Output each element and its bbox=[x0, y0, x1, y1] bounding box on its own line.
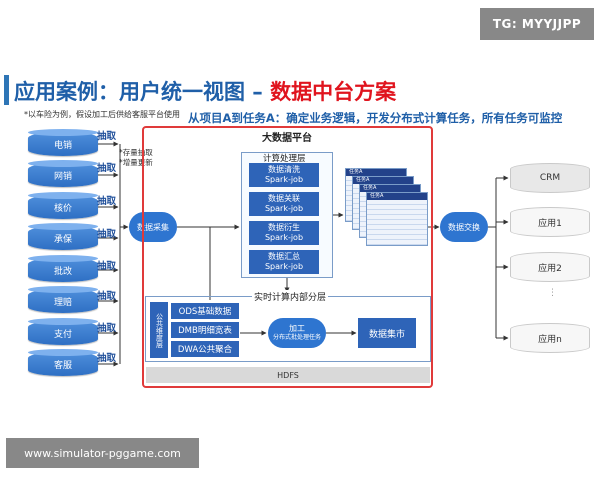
big-data-platform-frame bbox=[142, 126, 433, 388]
extract-label: 抽取 bbox=[97, 261, 117, 272]
page-subtitle: 从项目A到任务A：确定业务逻辑，开发分布式计算任务，所有任务可监控 bbox=[188, 111, 563, 125]
source-claims: 理赔 bbox=[28, 286, 98, 313]
target-app-2: 应用2 bbox=[510, 252, 590, 282]
page-title: 应用案例：用户统一视图 – 数据中台方案 bbox=[14, 76, 396, 106]
extract-label: 抽取 bbox=[97, 131, 117, 142]
target-app-1: 应用1 bbox=[510, 207, 590, 237]
data-mart-node: 数据集市 bbox=[358, 318, 416, 348]
source-online-sales: 网销 bbox=[28, 160, 98, 187]
watermark-top: TG: MYYJJPP bbox=[480, 8, 594, 40]
title-main: 应用案例：用户统一视图 – bbox=[14, 80, 271, 104]
extract-mode-note: *存量抽取 *增量更新 bbox=[119, 148, 153, 167]
layer-ods: ODS基础数据 bbox=[171, 303, 239, 319]
watermark-bottom: www.simulator-pggame.com bbox=[6, 438, 199, 468]
source-customer-service: 客服 bbox=[28, 349, 98, 376]
source-endorsement: 批改 bbox=[28, 255, 98, 282]
data-exchange-node: 数据交换 bbox=[440, 212, 488, 242]
big-data-platform-title: 大数据平台 bbox=[262, 133, 312, 144]
ellipsis-icon: ⋮ bbox=[548, 288, 557, 298]
extract-label: 抽取 bbox=[97, 229, 117, 240]
source-underwriting: 承保 bbox=[28, 223, 98, 250]
title-accent-bar bbox=[4, 75, 9, 105]
data-collection-node: 数据采集 bbox=[129, 212, 177, 242]
source-payment: 支付 bbox=[28, 318, 98, 345]
extract-label: 抽取 bbox=[97, 353, 117, 364]
processing-node: 加工 分布式批处理任务 bbox=[268, 318, 326, 348]
task-card: 任务A bbox=[366, 192, 428, 246]
source-pricing: 核价 bbox=[28, 192, 98, 219]
realtime-layers-title: 实时计算内部分层 bbox=[252, 290, 329, 303]
source-telesales: 电销 bbox=[28, 129, 98, 156]
target-app-n: 应用n bbox=[510, 323, 590, 353]
extract-label: 抽取 bbox=[97, 196, 117, 207]
extract-label: 抽取 bbox=[97, 323, 117, 334]
extract-label: 抽取 bbox=[97, 163, 117, 174]
title-accent: 数据中台方案 bbox=[270, 80, 397, 104]
target-crm: CRM bbox=[510, 163, 590, 193]
extract-label: 抽取 bbox=[97, 291, 117, 302]
layer-dwa: DWA公共聚合 bbox=[171, 341, 239, 357]
assumption-note: *以车险为例，假设加工后供给客服平台使用 bbox=[24, 110, 180, 119]
compute-layer-title: 计算处理层 bbox=[263, 154, 306, 164]
hdfs-bar: HDFS bbox=[146, 367, 430, 383]
layer-dmb: DMB明细宽表 bbox=[171, 322, 239, 338]
public-dimension-layer: 公共维度层 bbox=[150, 302, 168, 358]
